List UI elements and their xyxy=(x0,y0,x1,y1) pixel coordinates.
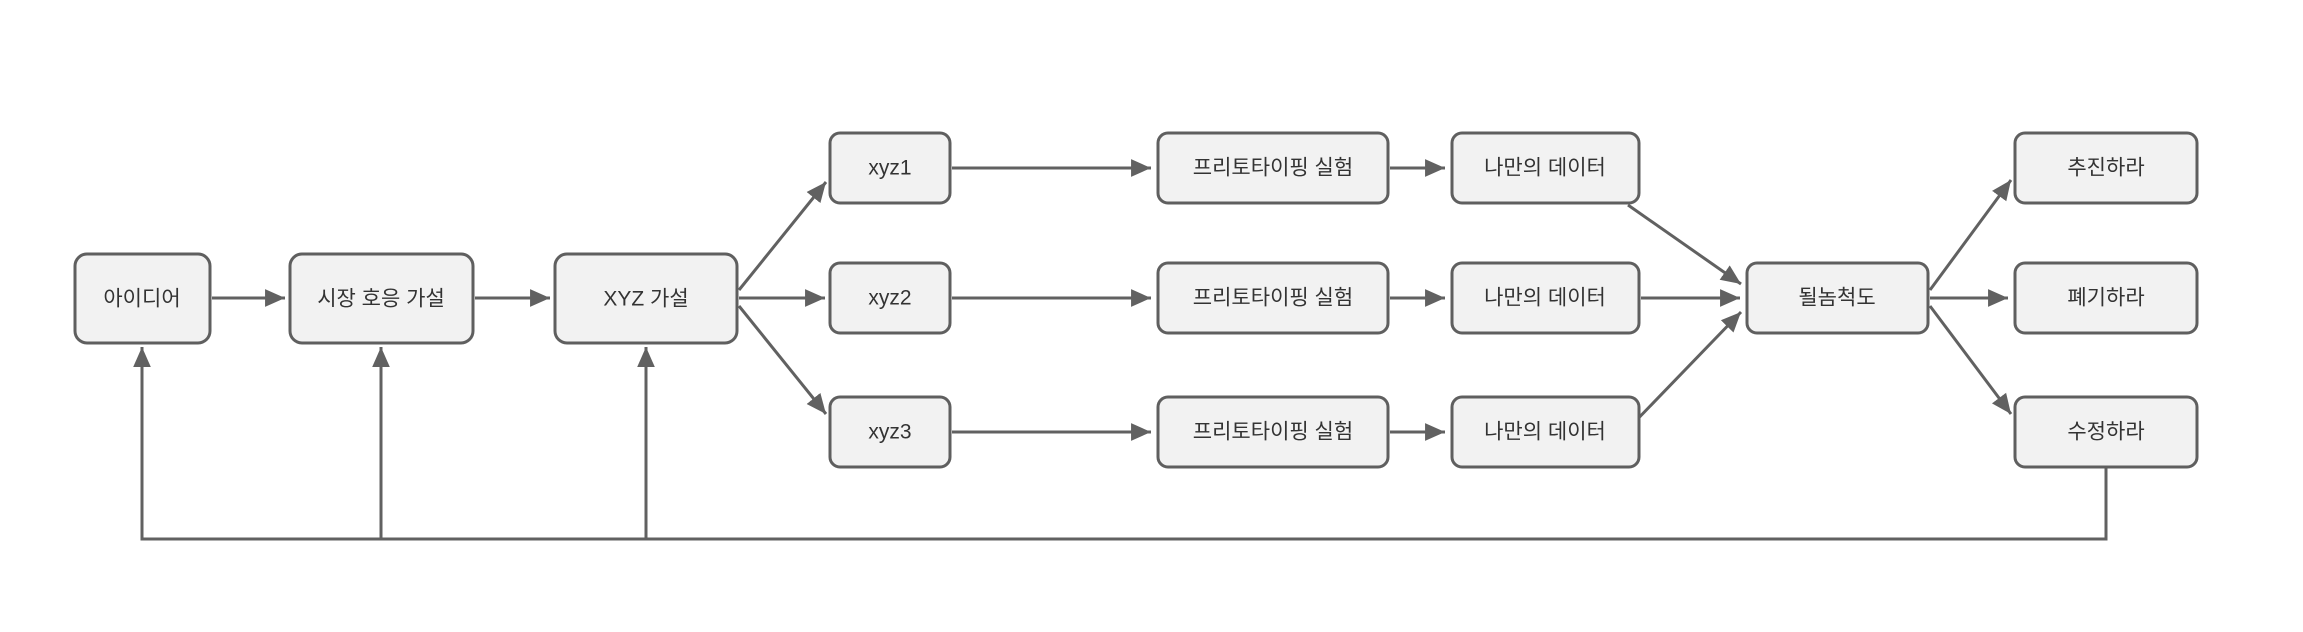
node-pretotyping-experiment-3: 프리토타이핑 실험 xyxy=(1156,395,1390,469)
node-xyz-hypothesis: XYZ 가설 xyxy=(553,252,739,345)
node-xyz1-label: xyz1 xyxy=(868,157,911,180)
node-idea-shape xyxy=(73,252,212,345)
edge-right-it-meter-to-revise xyxy=(1928,305,2013,415)
node-pretotyping-experiment-1: 프리토타이핑 실험 xyxy=(1156,131,1390,205)
node-my-data-2-label: 나만의 데이터 xyxy=(1484,287,1606,310)
node-revise: 수정하라 xyxy=(2013,395,2199,469)
node-pretotyping-3-label: 프리토타이핑 실험 xyxy=(1193,421,1353,444)
node-pretotyping-1-label: 프리토타이핑 실험 xyxy=(1193,157,1353,180)
nodes-layer: 아이디어 시장 호응 가설 XYZ 가설 xyz1 xyz2 xyz3 프리토타… xyxy=(73,131,2199,469)
edge-my-data-1-to-right-it-meter xyxy=(1627,203,1742,286)
node-pretotyping-3-shape xyxy=(1156,395,1390,469)
node-idea-label: 아이디어 xyxy=(103,288,180,311)
node-go-ahead-shape xyxy=(2013,131,2199,205)
node-my-data-3-shape xyxy=(1450,395,1641,469)
edge-my-data-3-to-right-it-meter xyxy=(1626,310,1743,431)
node-xyz-hypothesis-label: XYZ 가설 xyxy=(603,288,688,311)
node-xyz2-shape xyxy=(828,261,952,335)
node-revise-label: 수정하라 xyxy=(2067,421,2144,444)
node-right-it-meter-label: 될놈척도 xyxy=(1798,287,1875,310)
node-pretotyping-experiment-2: 프리토타이핑 실험 xyxy=(1156,261,1390,335)
node-pretotyping-2-shape xyxy=(1156,261,1390,335)
node-idea: 아이디어 xyxy=(73,252,212,345)
edge-xyz-hypothesis-to-xyz3 xyxy=(737,305,828,415)
node-right-it-meter-shape xyxy=(1745,261,1930,335)
node-market-label: 시장 호응 가설 xyxy=(317,288,445,311)
node-my-own-data-3: 나만의 데이터 xyxy=(1450,395,1641,469)
node-xyz2-label: xyz2 xyxy=(868,287,911,310)
node-my-data-1-label: 나만의 데이터 xyxy=(1484,157,1606,180)
node-xyz1-shape xyxy=(828,131,952,205)
node-my-own-data-1: 나만의 데이터 xyxy=(1450,131,1641,205)
node-xyz3: xyz3 xyxy=(828,395,952,469)
node-my-data-3-label: 나만의 데이터 xyxy=(1484,421,1606,444)
node-right-it-meter: 될놈척도 xyxy=(1745,261,1930,335)
edges-layer xyxy=(133,159,2108,541)
node-xyz-hypothesis-shape xyxy=(553,252,739,345)
node-xyz1: xyz1 xyxy=(828,131,952,205)
node-discard-shape xyxy=(2013,261,2199,335)
edge-right-it-meter-to-go-ahead xyxy=(1928,179,2013,291)
node-market-response-hypothesis: 시장 호응 가설 xyxy=(288,252,475,345)
node-go-ahead: 추진하라 xyxy=(2013,131,2199,205)
node-go-ahead-label: 추진하라 xyxy=(2067,157,2144,180)
node-my-data-2-shape xyxy=(1450,261,1641,335)
node-my-data-1-shape xyxy=(1450,131,1641,205)
node-discard-label: 폐기하라 xyxy=(2067,287,2144,310)
edge-xyz-hypothesis-to-xyz1 xyxy=(737,181,828,291)
node-discard: 폐기하라 xyxy=(2013,261,2199,335)
edge-revise-feedback-to-idea xyxy=(133,347,2108,541)
node-pretotyping-1-shape xyxy=(1156,131,1390,205)
node-revise-shape xyxy=(2013,395,2199,469)
node-pretotyping-2-label: 프리토타이핑 실험 xyxy=(1193,287,1353,310)
node-xyz2: xyz2 xyxy=(828,261,952,335)
node-market-shape xyxy=(288,252,475,345)
node-xyz3-shape xyxy=(828,395,952,469)
node-my-own-data-2: 나만의 데이터 xyxy=(1450,261,1641,335)
node-xyz3-label: xyz3 xyxy=(868,421,911,444)
